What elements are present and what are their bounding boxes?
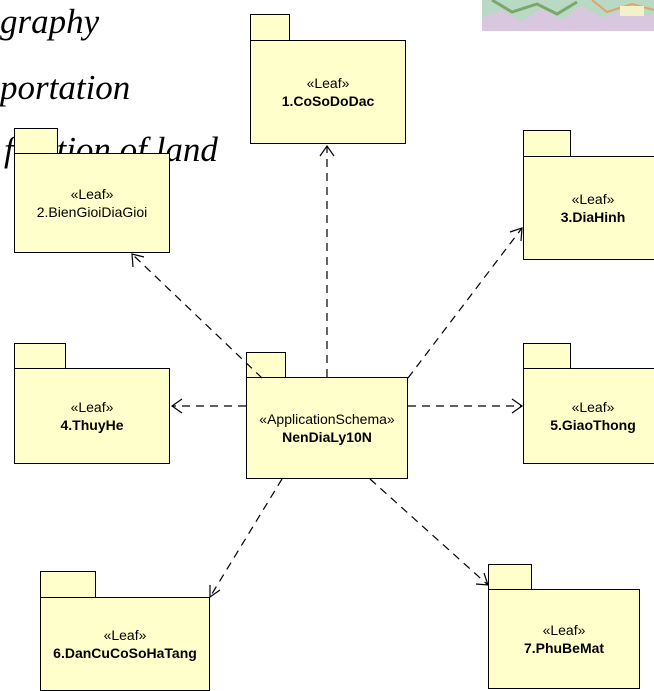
package-tab [488, 564, 532, 592]
package-5-giaothong[interactable]: «Leaf» 5.GiaoThong [523, 368, 654, 464]
bg-text-line-1: graphy [0, 2, 100, 41]
arrowhead-5 [511, 398, 524, 414]
arrowhead-4 [170, 398, 183, 414]
package-stereotype: «Leaf» [70, 399, 114, 415]
package-tab [523, 343, 571, 371]
package-4-thuyhe[interactable]: «Leaf» 4.ThuyHe [14, 368, 170, 464]
package-tab [250, 14, 290, 42]
package-1-cosododac[interactable]: «Leaf» 1.CoSoDoDac [250, 40, 406, 144]
package-stereotype: «ApplicationSchema» [259, 411, 395, 427]
package-tab [14, 343, 66, 371]
dependency-arrow-6 [209, 478, 283, 598]
package-tab [14, 128, 58, 156]
package-name: 7.PhuBeMat [523, 640, 605, 656]
package-6-dancucosohatang[interactable]: «Leaf» 6.DanCuCoSoHaTang [40, 597, 210, 691]
dependency-arrow-7 [369, 478, 489, 586]
package-name: 5.GiaoThong [550, 417, 636, 433]
package-stereotype: «Leaf» [571, 399, 615, 415]
package-stereotype: «Leaf» [70, 186, 114, 202]
arrowhead-3 [509, 227, 523, 242]
package-name: 6.DanCuCoSoHaTang [53, 645, 197, 661]
arrowhead-1 [319, 144, 335, 157]
package-tab [523, 130, 571, 158]
package-name: 1.CoSoDoDac [281, 93, 375, 109]
package-tab [246, 352, 286, 380]
package-2-biengioidiagioi[interactable]: «Leaf» 2.BienGioiDiaGioi [14, 153, 170, 253]
arrowhead-2 [131, 253, 145, 268]
map-thumbnail [482, 0, 654, 31]
package-stereotype: «Leaf» [103, 627, 147, 643]
dependency-arrow-2 [131, 253, 263, 379]
package-name: 4.ThuyHe [60, 417, 124, 433]
bg-text-line-2: portation [0, 68, 131, 107]
package-name: 3.DiaHinh [560, 209, 626, 225]
package-tab [40, 571, 96, 599]
package-stereotype: «Leaf» [306, 75, 350, 91]
arrowhead-6 [209, 585, 221, 599]
package-root-nendialy10n[interactable]: «ApplicationSchema» NenDiaLy10N [246, 377, 408, 479]
dependency-arrow-3 [407, 227, 523, 379]
package-stereotype: «Leaf» [571, 191, 615, 207]
arrowhead-7 [475, 572, 489, 586]
package-stereotype: «Leaf» [542, 622, 586, 638]
package-7-phubemat[interactable]: «Leaf» 7.PhuBeMat [488, 589, 640, 689]
package-name: 2.BienGioiDiaGioi [36, 204, 148, 220]
package-name: NenDiaLy10N [282, 429, 372, 445]
package-3-diahinh[interactable]: «Leaf» 3.DiaHinh [523, 156, 654, 260]
